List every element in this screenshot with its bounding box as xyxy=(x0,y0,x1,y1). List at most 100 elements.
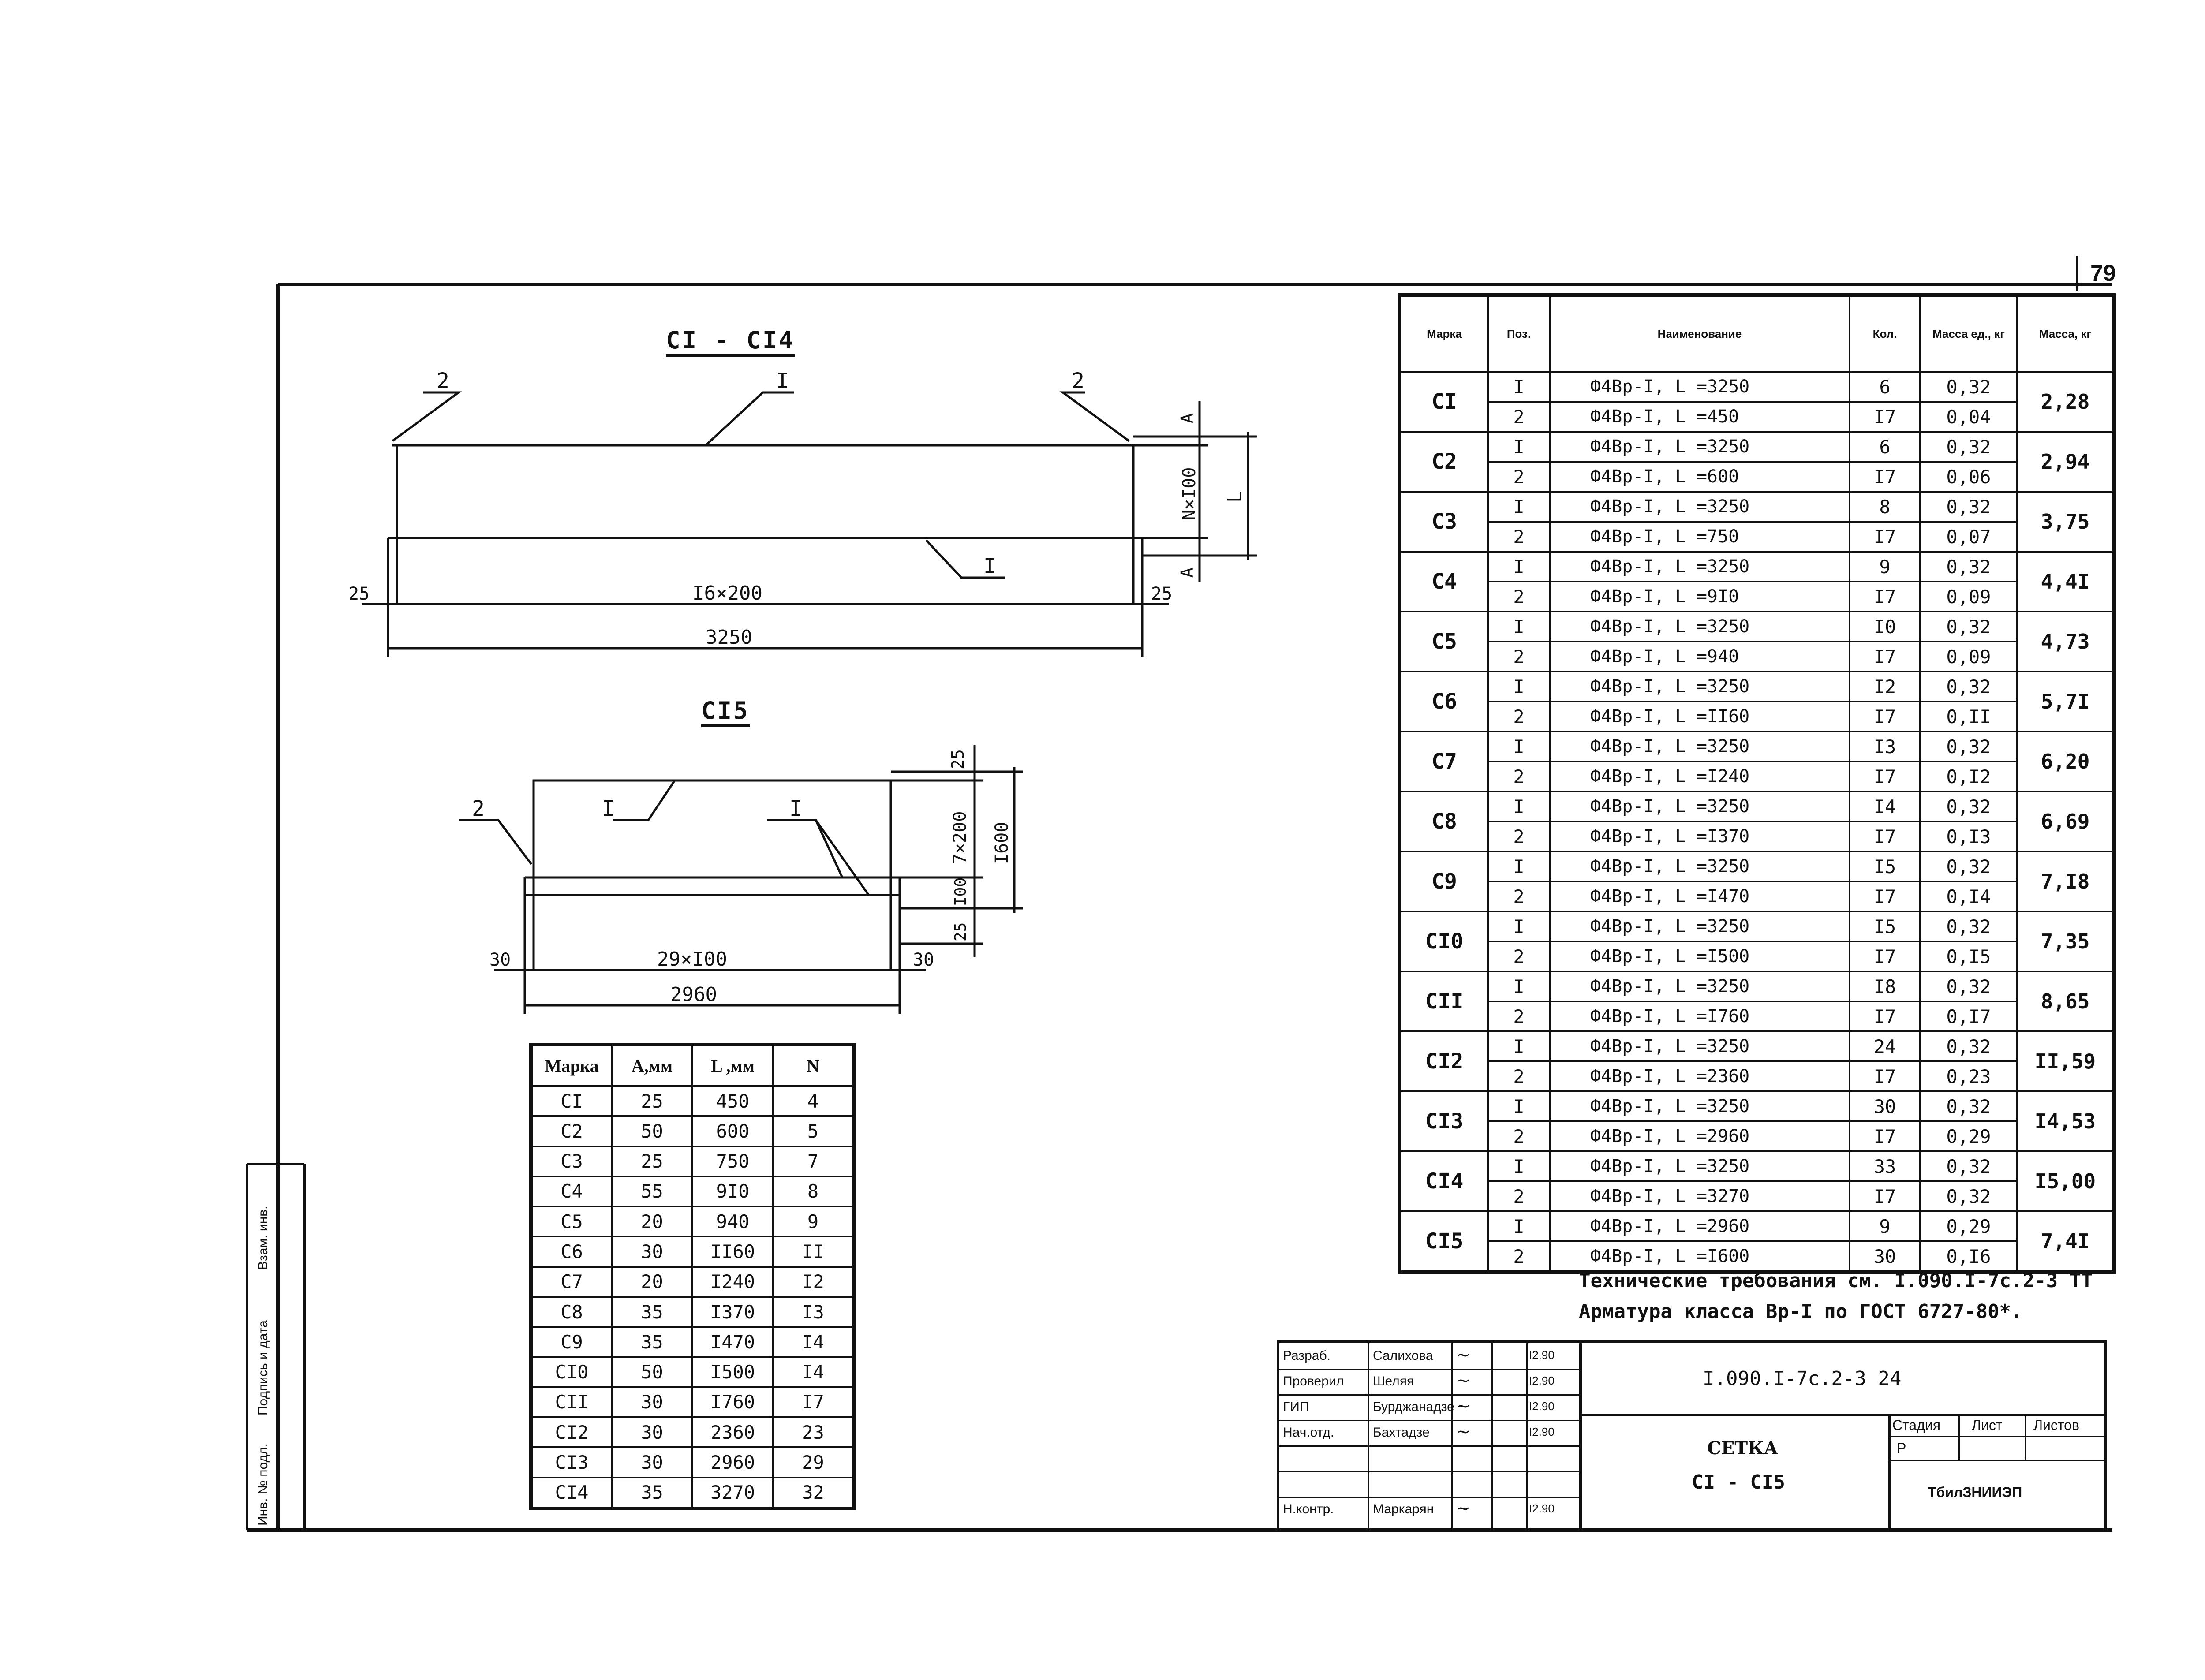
spec-pos: I xyxy=(1487,1210,1551,1242)
d1-dim-a-bot: A xyxy=(1177,567,1197,578)
spec-unit-mass: 0,32 xyxy=(1919,731,2018,762)
mt-cell: 600 xyxy=(691,1115,774,1147)
mt-cell: C2 xyxy=(530,1115,613,1147)
spec-name: Ф4Вр-I, L =3250 xyxy=(1549,851,1850,882)
spec-name: Ф4Вр-I, L =3250 xyxy=(1549,431,1850,463)
mt-cell: 5 xyxy=(772,1115,855,1147)
spec-total-mass: I4,53 xyxy=(2016,1090,2115,1152)
spec-mark: CI xyxy=(1399,371,1489,433)
mt-cell: CI0 xyxy=(530,1356,613,1388)
spec-qty: I7 xyxy=(1849,461,1921,493)
spec-qty: I7 xyxy=(1849,821,1921,852)
spec-pos: 2 xyxy=(1487,1120,1551,1152)
spec-total-mass: 2,28 xyxy=(2016,371,2115,433)
d1-pos-lower: I xyxy=(983,554,996,579)
mt-cell: 29 xyxy=(772,1446,855,1478)
spec-name: Ф4Вр-I, L =940 xyxy=(1549,641,1850,672)
d1-dim-left: 25 xyxy=(348,584,370,604)
drawing1-title: CI - CI4 xyxy=(666,326,795,357)
tb-name: Бурджанадзе xyxy=(1373,1400,1454,1414)
d2-dim-100: I00 xyxy=(952,877,970,906)
spec-mark: C4 xyxy=(1399,551,1489,612)
spec-qty: I7 xyxy=(1849,1120,1921,1152)
spec-mark: CI4 xyxy=(1399,1150,1489,1212)
spec-qty: I7 xyxy=(1849,881,1921,912)
note-line-2: Арматура класса Вр-I по ГОСТ 6727-80*. xyxy=(1579,1300,2023,1323)
spec-qty: I7 xyxy=(1849,761,1921,792)
spec-name: Ф4Вр-I, L =750 xyxy=(1549,521,1850,553)
spec-qty: 6 xyxy=(1849,431,1921,463)
spec-pos: 2 xyxy=(1487,581,1551,612)
sheet-header: Лист xyxy=(1972,1417,2003,1433)
spec-qty: I7 xyxy=(1849,1001,1921,1032)
mt-cell: C8 xyxy=(530,1295,613,1328)
spec-mark: CI0 xyxy=(1399,911,1489,972)
mt-cell: C7 xyxy=(530,1266,613,1298)
tb-date: I2.90 xyxy=(1529,1400,1555,1413)
spec-pos: I xyxy=(1487,1030,1551,1062)
signature-mark: ~ xyxy=(1456,1370,1471,1391)
tb-date: I2.90 xyxy=(1529,1374,1555,1387)
title-line-2: CI - CI5 xyxy=(1692,1471,1785,1493)
mt-cell: 32 xyxy=(772,1476,855,1510)
spec-unit-mass: 0,07 xyxy=(1919,521,2018,553)
tb-name: Маркарян xyxy=(1373,1502,1434,1516)
mt-cell: CI3 xyxy=(530,1446,613,1478)
spec-unit-mass: 0,I2 xyxy=(1919,761,2018,792)
mt-cell: 940 xyxy=(691,1206,774,1238)
d1-dim-pitch: I6×200 xyxy=(692,582,762,605)
spec-qty: 24 xyxy=(1849,1030,1921,1062)
spec-unit-mass: 0,I5 xyxy=(1919,941,2018,972)
spec-header-qty: Кол. xyxy=(1849,294,1921,373)
mt-cell: 7 xyxy=(772,1145,855,1177)
spec-unit-mass: 0,32 xyxy=(1919,851,2018,882)
spec-name: Ф4Вр-I, L =9I0 xyxy=(1549,581,1850,612)
spec-pos: I xyxy=(1487,851,1551,882)
mt-header-l: L ,мм xyxy=(691,1044,774,1087)
mt-cell: 30 xyxy=(611,1236,693,1268)
spec-qty: I4 xyxy=(1849,791,1921,822)
spec-name: Ф4Вр-I, L =2960 xyxy=(1549,1210,1850,1242)
spec-mark: C5 xyxy=(1399,611,1489,672)
spec-unit-mass: 0,II xyxy=(1919,701,2018,732)
spec-pos: 2 xyxy=(1487,761,1551,792)
spec-qty: 33 xyxy=(1849,1150,1921,1182)
spec-mark: CI5 xyxy=(1399,1210,1489,1273)
sheets-header: Листов xyxy=(2033,1417,2079,1433)
spec-name: Ф4Вр-I, L =3250 xyxy=(1549,1090,1850,1122)
mt-header-marka: Марка xyxy=(530,1044,613,1087)
spec-mark: C3 xyxy=(1399,491,1489,553)
spec-pos: 2 xyxy=(1487,521,1551,553)
spec-qty: I7 xyxy=(1849,701,1921,732)
spec-qty: I2 xyxy=(1849,671,1921,702)
spec-qty: I7 xyxy=(1849,1180,1921,1212)
spec-pos: 2 xyxy=(1487,401,1551,433)
spec-qty: I0 xyxy=(1849,611,1921,642)
spec-pos: 2 xyxy=(1487,641,1551,672)
spec-name: Ф4Вр-I, L =3250 xyxy=(1549,731,1850,762)
mt-cell: C3 xyxy=(530,1145,613,1177)
spec-unit-mass: 0,29 xyxy=(1919,1210,2018,1242)
spec-mark: C7 xyxy=(1399,731,1489,792)
tb-role: Разраб. xyxy=(1283,1348,1331,1363)
